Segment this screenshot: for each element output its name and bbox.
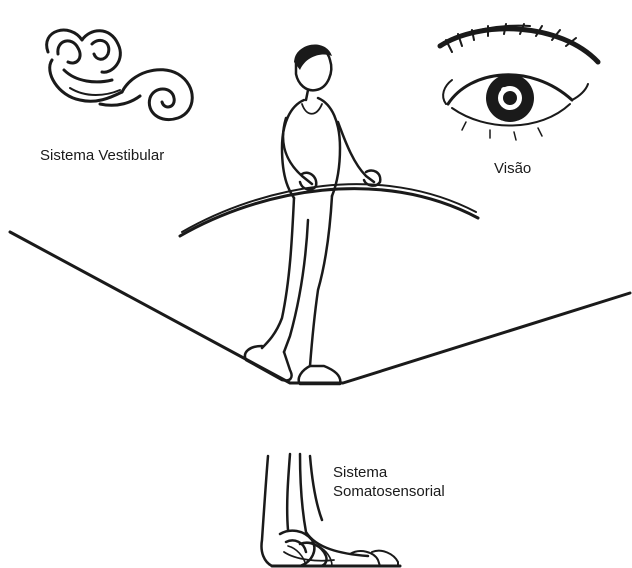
inner-ear-icon <box>47 30 193 119</box>
somatosensory-label-line1: Sistema <box>333 463 445 482</box>
vision-label: Visão <box>494 159 531 178</box>
somatosensory-label-line2: Somatosensorial <box>333 482 445 501</box>
vestibular-system-label: Sistema Vestibular <box>40 146 164 165</box>
tightrope-lines <box>10 232 630 383</box>
tightrope-walker <box>180 45 478 384</box>
eye-icon <box>440 24 598 140</box>
somatosensory-system-label: Sistema Somatosensorial <box>333 463 445 501</box>
